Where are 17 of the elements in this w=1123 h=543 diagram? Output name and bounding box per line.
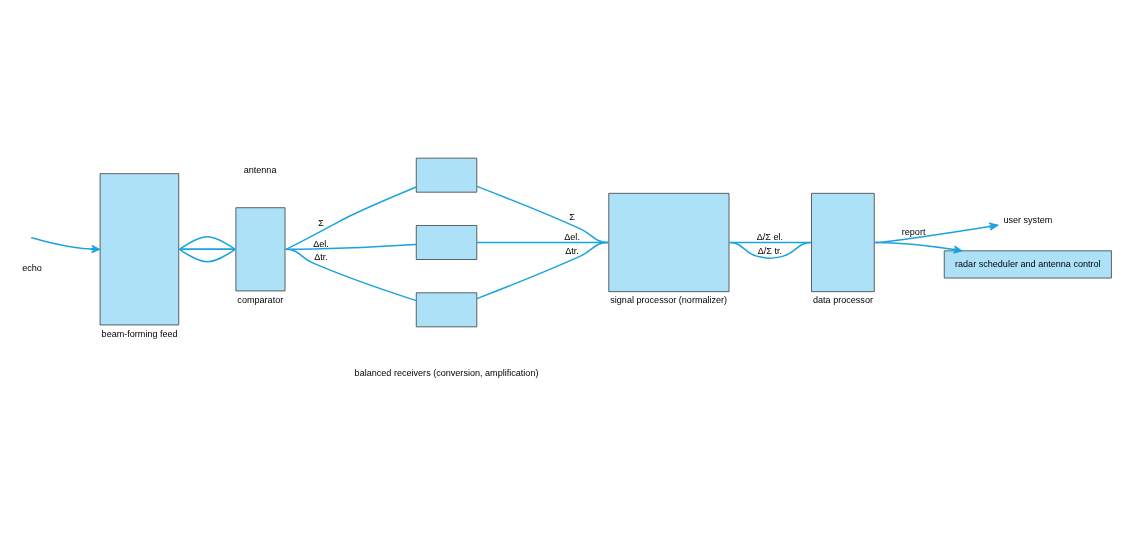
node-label: comparator xyxy=(237,294,284,305)
node-label: data processor xyxy=(813,294,873,305)
edge-label: Δtr. xyxy=(314,251,328,262)
node-text: user system xyxy=(1003,214,1053,225)
label: balanced receivers (conversion, amplification) xyxy=(354,367,539,378)
edge-label: Δ/Σ el. xyxy=(756,231,784,242)
edge-label: Δel. xyxy=(313,238,329,249)
node-label: beam-forming feed xyxy=(101,328,178,339)
edge-label: Σ xyxy=(569,211,575,222)
label: antenna xyxy=(243,164,277,175)
label: echo xyxy=(22,262,42,273)
edge-label: Δel. xyxy=(564,231,580,242)
node-label: signal processor (normalizer) xyxy=(610,294,728,305)
edge-label: Δtr. xyxy=(565,245,579,256)
edge-label: Σ xyxy=(318,217,324,228)
edge-label: report xyxy=(901,226,926,237)
edge-label: Δ/Σ tr. xyxy=(757,245,783,256)
